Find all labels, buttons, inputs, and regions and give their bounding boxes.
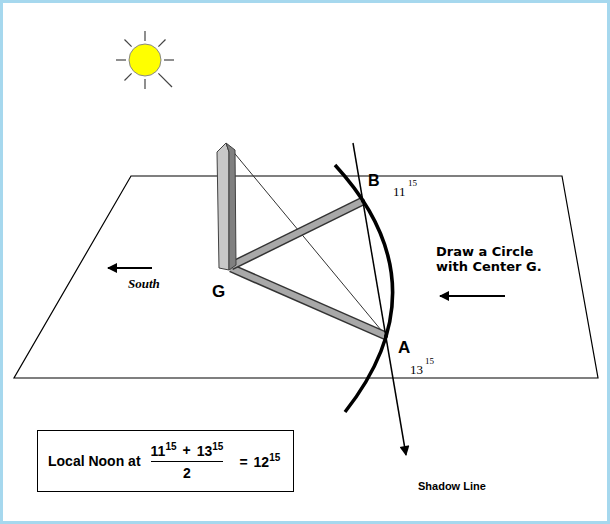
fraction-bar — [151, 461, 224, 462]
formula-part: = 1215 — [233, 452, 280, 470]
sun-ray — [226, 143, 386, 336]
denominator: 2 — [183, 465, 191, 481]
formula-part: Local Noon at — [48, 453, 141, 469]
gnomon — [217, 143, 236, 270]
formula-text: 13 — [197, 442, 213, 458]
circle-arc — [335, 165, 393, 412]
formula-text: 12 — [254, 454, 270, 470]
time-label: 13 — [410, 362, 423, 378]
point-label: B — [368, 172, 380, 190]
formula-text: Local Noon at — [48, 453, 141, 469]
point-label: G — [212, 282, 225, 302]
line-label: Shadow Line — [418, 480, 486, 492]
formula-text: = — [239, 454, 247, 470]
point-a — [384, 334, 388, 338]
direction-label: South — [128, 276, 160, 292]
formula-text: 11 — [151, 442, 166, 458]
time-label: 11 — [393, 184, 406, 200]
ground-plane — [14, 176, 598, 378]
south-arrow — [108, 267, 152, 269]
superscript: 15 — [269, 452, 280, 463]
shadow-bars — [231, 201, 386, 336]
superscript: 15 — [165, 441, 176, 452]
point-b — [361, 199, 365, 203]
fraction: 1115+13152 — [151, 441, 224, 482]
sun — [116, 31, 174, 89]
point-label: A — [398, 338, 410, 358]
numerator: 1115+1315 — [151, 441, 224, 459]
instruction-note: Draw a Circle with Center G. — [436, 244, 554, 274]
formula-box: Local Noon at1115+13152=1215 — [37, 430, 294, 492]
superscript: 15 — [212, 441, 223, 452]
time-superscript: 15 — [425, 356, 434, 366]
time-superscript: 15 — [408, 178, 417, 188]
formula-text: 2 — [183, 465, 191, 481]
formula-text: + — [183, 442, 191, 458]
pointer-arrow — [440, 295, 505, 297]
shadow-line — [353, 143, 406, 455]
